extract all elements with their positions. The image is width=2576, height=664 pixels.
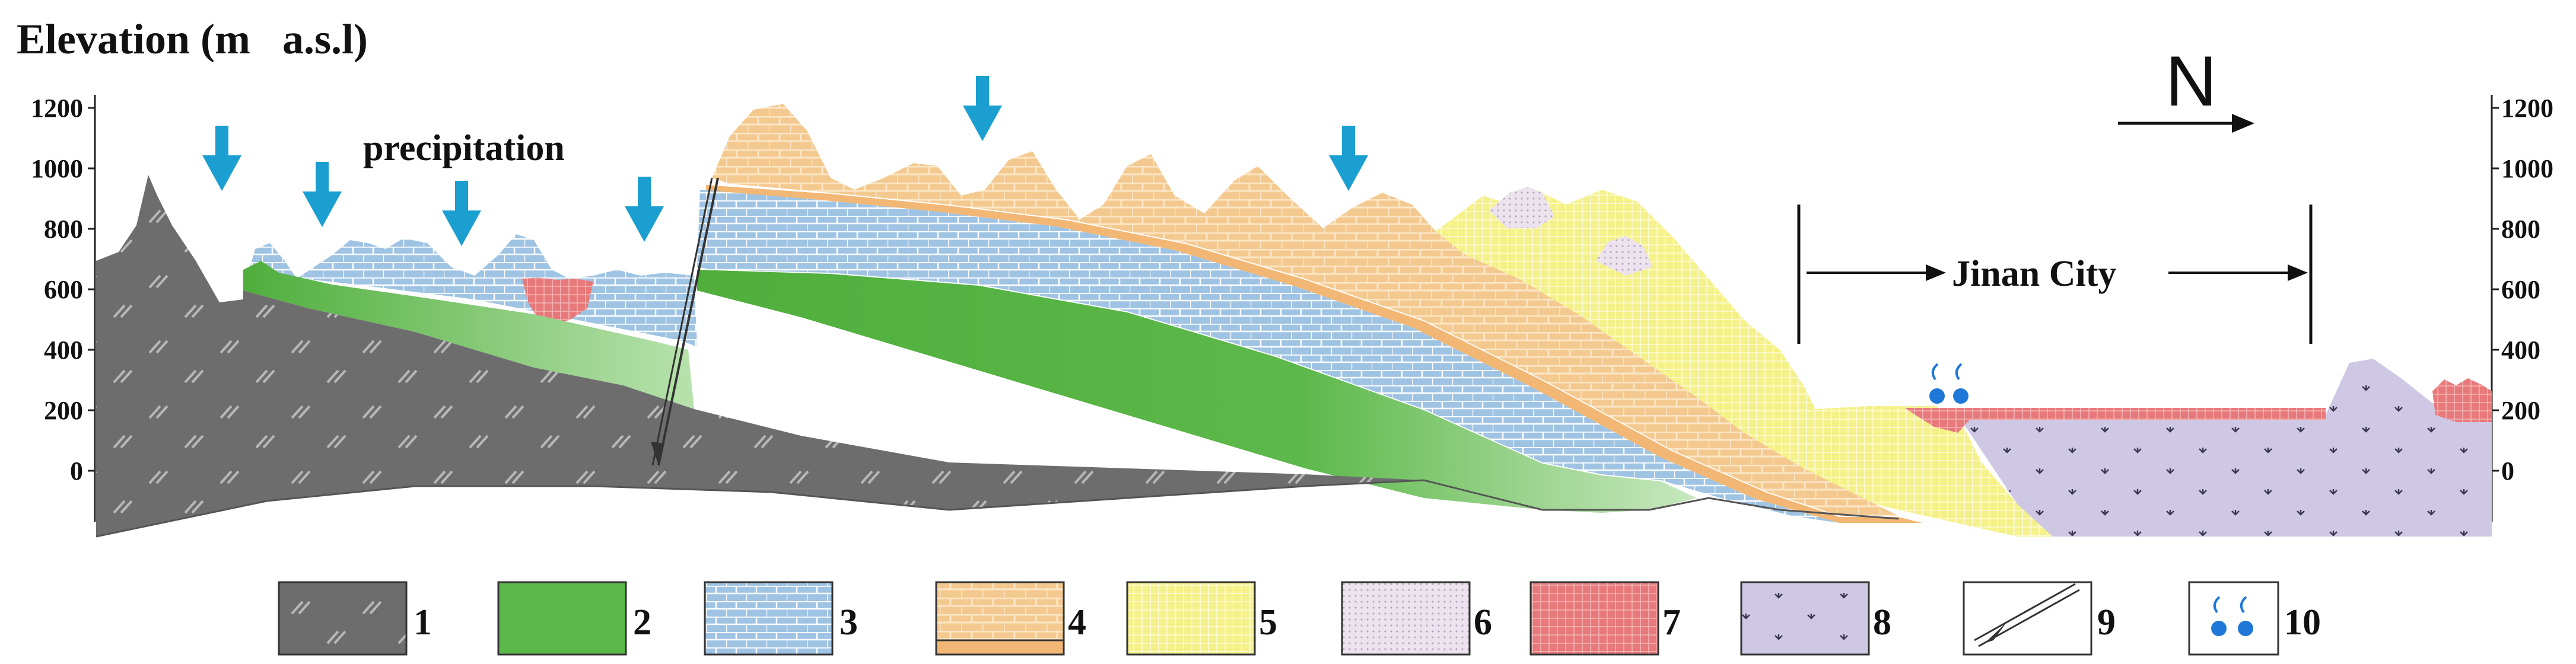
y-tick-right: 200 (2501, 396, 2540, 425)
layer-sandstone (1436, 190, 2053, 537)
legend-item-3: 3 (704, 581, 858, 656)
legend-item-2: 2 (497, 581, 651, 656)
y-tick-right: 400 (2501, 336, 2540, 365)
legend-num: 9 (2097, 602, 2116, 643)
spring-icon (2211, 596, 2253, 636)
legend-num: 4 (1068, 602, 1086, 643)
precipitation-arrow (202, 126, 241, 191)
precipitation-arrow (963, 76, 1002, 141)
legend-item-4: 4 (935, 581, 1086, 656)
layer-limestone-west (249, 234, 697, 347)
north-arrow: N (2118, 42, 2254, 133)
cross-section-layers (96, 104, 2492, 538)
city-span: Jinan City (1797, 205, 2313, 344)
right-axis: 1200 1000 800 600 400 200 0 (2491, 94, 2553, 522)
precipitation-arrow (303, 162, 342, 227)
layer-dotted-patch (1489, 187, 1554, 228)
precipitation-arrow (442, 181, 481, 246)
basin-outline (96, 479, 1899, 538)
y-tick-left: 400 (44, 336, 83, 365)
y-tick-right: 0 (2501, 456, 2514, 486)
legend-num: 2 (633, 602, 651, 643)
layer-red-patch-east (2432, 378, 2492, 422)
fault-line (651, 177, 719, 466)
legend-item-7: 7 (1529, 581, 1681, 656)
layer-dotted-patch (1596, 236, 1652, 276)
layer-red-patch-west (522, 277, 593, 323)
north-label: N (2165, 42, 2217, 121)
precipitation-label: precipitation (363, 128, 565, 168)
legend-num: 10 (2284, 602, 2321, 643)
legend-num: 1 (414, 602, 432, 643)
left-axis: 1200 1000 800 600 400 200 0 (31, 94, 96, 522)
y-tick-left: 800 (44, 215, 83, 244)
y-tick-right: 1000 (2501, 154, 2553, 183)
legend-item-9: 9 (1963, 581, 2116, 656)
layer-limestone (697, 190, 1839, 523)
y-tick-left: 1000 (31, 154, 83, 183)
legend-item-1: 1 (278, 581, 432, 656)
layer-dolomite (712, 104, 1898, 516)
legend-item-6: 6 (1341, 581, 1492, 656)
legend-num: 5 (1259, 602, 1277, 643)
legend-item-5: 5 (1126, 581, 1277, 656)
spring-icon (1929, 363, 1968, 404)
legend-num: 7 (1662, 602, 1681, 643)
legend: 1 2 3 4 5 6 7 8 (278, 581, 2321, 656)
arrow-right-icon (1926, 264, 1946, 281)
y-tick-left: 200 (44, 396, 83, 425)
layer-green-east (697, 270, 1697, 513)
precipitation-arrow (1329, 126, 1368, 191)
layer-igneous (1958, 359, 2492, 537)
arrow-right-icon (2232, 114, 2254, 133)
y-tick-left: 0 (70, 456, 83, 486)
legend-num: 8 (1873, 602, 1891, 643)
elevation-title: Elevation (m a.s.l) (17, 15, 368, 63)
y-tick-right: 1200 (2501, 94, 2553, 123)
layer-red-surface (1904, 408, 2326, 433)
city-label: Jinan City (1952, 254, 2116, 294)
precipitation-arrow (625, 177, 664, 242)
legend-item-10: 10 (2188, 581, 2321, 656)
y-tick-right: 800 (2501, 215, 2540, 244)
legend-num: 3 (839, 602, 858, 643)
layer-green-west (243, 261, 694, 409)
y-tick-left: 600 (44, 275, 83, 304)
legend-item-8: 8 (1740, 581, 1891, 656)
arrow-right-icon (2288, 264, 2308, 281)
y-tick-left: 1200 (31, 94, 83, 123)
y-tick-right: 600 (2501, 275, 2540, 304)
precipitation-arrows (202, 76, 1368, 246)
layer-gneiss (96, 175, 1424, 537)
legend-num: 6 (1474, 602, 1492, 643)
